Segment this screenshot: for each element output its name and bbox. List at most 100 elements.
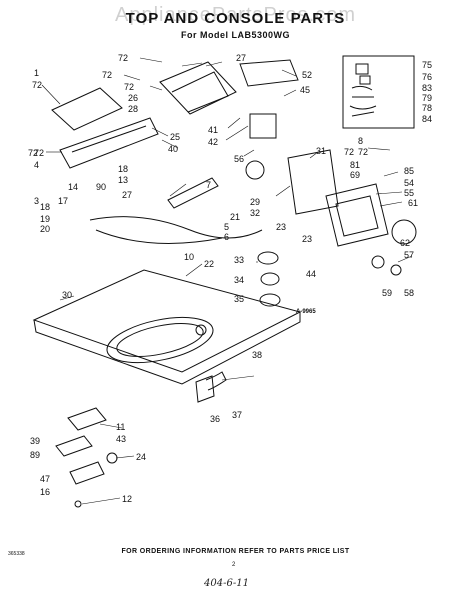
timer bbox=[249, 113, 277, 139]
figure-reference-code: A-9965 bbox=[296, 309, 316, 315]
callout: 40 bbox=[168, 144, 178, 154]
callout: 69 bbox=[350, 170, 360, 180]
ring-34 bbox=[260, 272, 280, 286]
callout: 28 bbox=[128, 104, 138, 114]
callout: 7 bbox=[206, 180, 211, 190]
callout: 45 bbox=[300, 85, 310, 95]
callout: 17 bbox=[58, 196, 68, 206]
ring-35 bbox=[259, 293, 281, 307]
callout: 24 bbox=[136, 452, 146, 462]
callout: 4 bbox=[34, 160, 39, 170]
callout: 30 bbox=[62, 290, 72, 300]
callout: 75 bbox=[422, 60, 432, 70]
leader-lines bbox=[41, 57, 413, 505]
callout: 21 bbox=[230, 212, 240, 222]
callout: 90 bbox=[96, 182, 106, 192]
callout: 42 bbox=[208, 137, 218, 147]
callout: 36 bbox=[210, 414, 220, 424]
callout: 54 bbox=[404, 178, 414, 188]
callout: 83 bbox=[422, 83, 432, 93]
handwritten-note: 404-6-11 bbox=[204, 578, 249, 589]
wire-harness bbox=[89, 216, 263, 239]
callout: 22 bbox=[204, 259, 214, 269]
rear-guard bbox=[239, 59, 299, 87]
callout: 16 bbox=[40, 487, 50, 497]
diagram-title: TOP AND CONSOLE PARTS bbox=[125, 10, 346, 27]
callout: 85 bbox=[404, 166, 414, 176]
callout: 20 bbox=[40, 224, 50, 234]
callout: 58 bbox=[404, 288, 414, 298]
lid-switch-housing bbox=[325, 183, 389, 247]
callout: 11 bbox=[116, 422, 125, 432]
callout: 41 bbox=[208, 125, 218, 135]
callout: 52 bbox=[302, 70, 312, 80]
knob bbox=[245, 160, 265, 180]
callout: 31 bbox=[316, 146, 326, 156]
callout: 35 bbox=[234, 294, 244, 304]
callout: 6 bbox=[224, 232, 229, 242]
console-rear-panel bbox=[51, 87, 123, 131]
console-endcap bbox=[159, 61, 237, 115]
callout: 1 bbox=[34, 68, 39, 78]
callout: 84 bbox=[422, 114, 432, 124]
pump bbox=[391, 219, 417, 245]
callout: 27 bbox=[236, 53, 246, 63]
callout: 55 bbox=[404, 188, 414, 198]
callout: 23 bbox=[276, 222, 286, 232]
ring-33 bbox=[257, 251, 279, 265]
callout: 43 bbox=[116, 434, 126, 444]
callout: 72 bbox=[32, 80, 42, 90]
callout: 72 bbox=[344, 147, 354, 157]
switch-panel bbox=[287, 149, 339, 215]
callout: 59 bbox=[382, 288, 392, 298]
callout: 14 bbox=[68, 182, 78, 192]
ordering-note: FOR ORDERING INFORMATION REFER TO PARTS … bbox=[121, 548, 350, 555]
callout-labels: 1 72 72 27 72 52 72 26 28 45 25 41 42 40… bbox=[28, 53, 432, 504]
callout: 19 bbox=[40, 214, 50, 224]
callout: 72 bbox=[118, 53, 128, 63]
callout: 5 bbox=[224, 222, 229, 232]
callout: 26 bbox=[128, 93, 138, 103]
document-code: 365338 bbox=[8, 551, 25, 557]
hinge bbox=[67, 407, 107, 431]
callout: 56 bbox=[234, 154, 244, 164]
tub-opening bbox=[106, 316, 214, 364]
callout: 72 bbox=[28, 148, 38, 158]
console-front bbox=[59, 117, 159, 169]
callout: 47 bbox=[40, 474, 50, 484]
callout: 32 bbox=[250, 208, 260, 218]
small-parts-inset bbox=[342, 55, 415, 129]
page-number: 2 bbox=[232, 562, 236, 568]
callout: 37 bbox=[232, 410, 242, 420]
dispenser bbox=[195, 375, 215, 403]
hinge-plate bbox=[69, 461, 105, 485]
callout: 57 bbox=[404, 250, 414, 260]
lid-cable bbox=[167, 177, 219, 209]
model-subtitle: For Model LAB5300WG bbox=[180, 30, 290, 40]
callout: 33 bbox=[234, 255, 244, 265]
callout: 38 bbox=[252, 350, 262, 360]
callout: 72 bbox=[102, 70, 112, 80]
callout: 27 bbox=[122, 190, 132, 200]
callout: 62 bbox=[400, 238, 410, 248]
callout: 29 bbox=[250, 197, 260, 207]
callout: 78 bbox=[422, 103, 432, 113]
callout: 12 bbox=[122, 494, 132, 504]
callout: 23 bbox=[302, 234, 312, 244]
callout: 10 bbox=[184, 252, 194, 262]
watermark: AppliancePartsPros.com bbox=[115, 4, 356, 26]
callout: 89 bbox=[30, 450, 40, 460]
callout: 39 bbox=[30, 436, 40, 446]
callout: 44 bbox=[306, 269, 316, 279]
callout: 25 bbox=[170, 132, 180, 142]
callout: 76 bbox=[422, 72, 432, 82]
callout: 18 bbox=[118, 164, 128, 174]
callout: 8 bbox=[358, 136, 363, 146]
callout: 72 bbox=[358, 147, 368, 157]
callout: 13 bbox=[118, 175, 128, 185]
callout: 3 bbox=[34, 196, 39, 206]
callout: 81 bbox=[350, 160, 360, 170]
callout: 72 bbox=[124, 82, 134, 92]
